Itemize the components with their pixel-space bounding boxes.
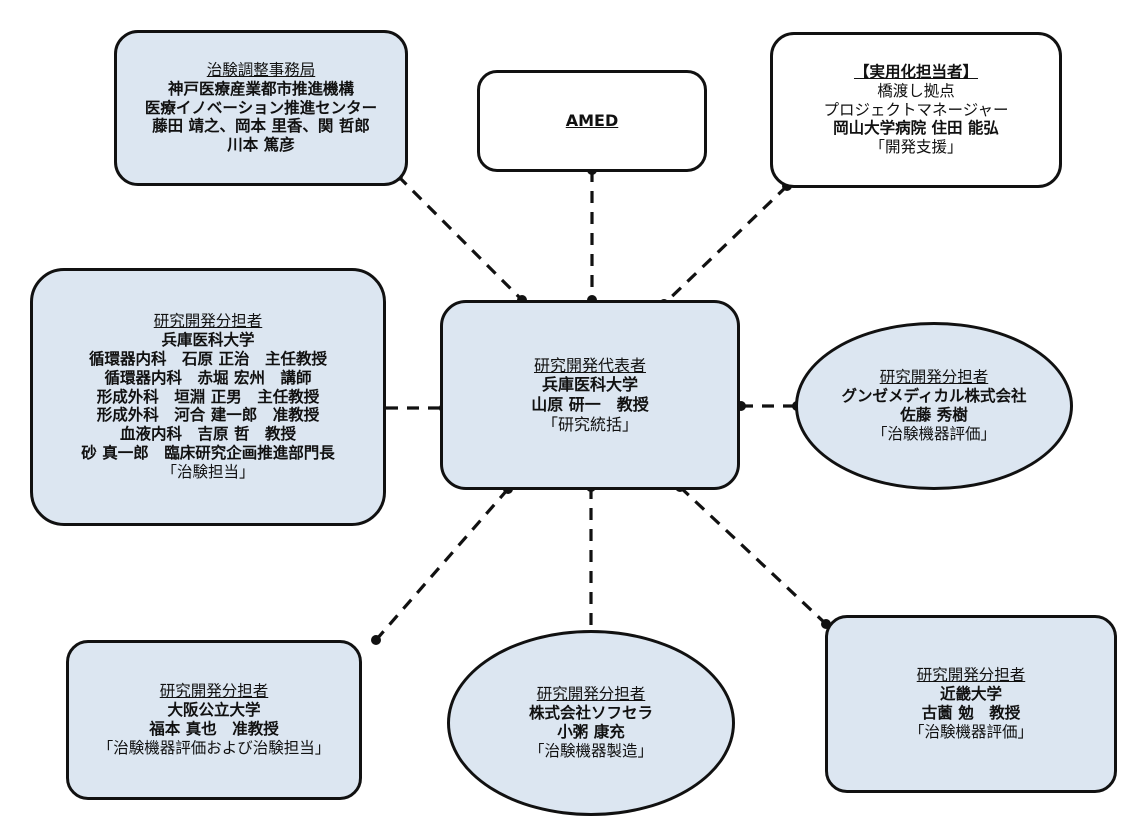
node-line: 橋渡し拠点 — [877, 81, 955, 100]
node-line: 形成外科 垣淵 正男 主任教授 — [96, 387, 320, 406]
node-line: 佐藤 秀樹 — [900, 406, 968, 424]
node-line: 川本 篤彦 — [227, 136, 295, 155]
node-line: 「治験機器評価および治験担当」 — [97, 738, 331, 757]
node-line: 小粥 康充 — [557, 723, 625, 741]
node-line: 山原 研一 教授 — [531, 395, 649, 414]
node-role: 研究開発分担者 — [879, 368, 989, 387]
node-role: 研究開発分担者 — [536, 685, 646, 704]
gunze-medical-node: 研究開発分担者 グンゼメディカル株式会社 佐藤 秀樹 「治験機器評価」 — [795, 322, 1073, 490]
node-line: 循環器内科 石原 正治 主任教授 — [89, 349, 327, 368]
link-osaka — [374, 487, 510, 642]
link-kindai — [678, 485, 828, 626]
sofsera-node: 研究開発分担者 株式会社ソフセラ 小粥 康充 「治験機器製造」 — [447, 630, 735, 816]
node-line: 「開発支援」 — [869, 138, 963, 157]
node-line: グンゼメディカル株式会社 — [841, 387, 1027, 406]
node-role: 研究開発代表者 — [533, 355, 646, 375]
link-coord — [396, 174, 524, 302]
node-line: 「治験担当」 — [161, 463, 255, 482]
amed-node: AMED — [477, 70, 707, 172]
node-role: 治験調整事務局 — [206, 60, 316, 79]
coordination-office-node: 治験調整事務局 神戸医療産業都市推進機構 医療イノベーション推進センター 藤田 … — [114, 30, 408, 186]
osaka-metropolitan-node: 研究開発分担者 大阪公立大学 福本 真也 准教授 「治験機器評価および治験担当」 — [66, 640, 362, 800]
node-line: 「治験機器評価」 — [871, 424, 996, 443]
hyogo-subinvestigators-node: 研究開発分担者 兵庫医科大学 循環器内科 石原 正治 主任教授 循環器内科 赤堀… — [30, 268, 386, 526]
practical-application-node: 【実用化担当者】 橋渡し拠点 プロジェクトマネージャー 岡山大学病院 住田 能弘… — [770, 32, 1062, 188]
node-line: 大阪公立大学 — [167, 701, 261, 720]
kindai-node: 研究開発分担者 近畿大学 古薗 勉 教授 「治験機器評価」 — [825, 615, 1117, 793]
node-line: 福本 真也 准教授 — [149, 720, 279, 738]
node-role: 研究開発分担者 — [159, 682, 269, 701]
node-line: 「治験機器製造」 — [528, 741, 653, 760]
node-line: 神戸医療産業都市推進機構 — [167, 79, 354, 98]
node-line: 藤田 靖之、岡本 里香、関 哲郎 — [152, 117, 370, 136]
amed-label: AMED — [565, 111, 619, 131]
node-line: 兵庫医科大学 — [541, 375, 638, 395]
link-practical — [662, 184, 789, 306]
node-line: 形成外科 河合 建一郎 准教授 — [96, 406, 320, 425]
node-role: 研究開発分担者 — [153, 311, 263, 330]
node-line: 「治験機器評価」 — [908, 722, 1033, 741]
node-role: 【実用化担当者】 — [853, 62, 978, 81]
node-line: 兵庫医科大学 — [161, 330, 255, 349]
node-line: 医療イノベーション推進センター — [144, 98, 378, 117]
node-role: 研究開発分担者 — [916, 666, 1026, 685]
node-line: 近畿大学 — [939, 685, 1002, 704]
node-line: 「研究統括」 — [541, 414, 638, 434]
node-line: プロジェクトマネージャー — [823, 100, 1009, 119]
node-line: 株式会社ソフセラ — [528, 704, 653, 723]
link-osaka-end-b — [371, 635, 381, 645]
principal-investigator-node: 研究開発代表者 兵庫医科大学 山原 研一 教授 「研究統括」 — [440, 300, 740, 490]
node-line: 循環器内科 赤堀 宏州 講師 — [104, 368, 312, 387]
node-line: 砂 真一郎 臨床研究企画推進部門長 — [81, 444, 335, 463]
node-line: 岡山大学病院 住田 能弘 — [833, 119, 999, 138]
node-line: 血液内科 吉原 哲 教授 — [120, 425, 296, 444]
node-line: 古薗 勉 教授 — [921, 704, 1021, 722]
